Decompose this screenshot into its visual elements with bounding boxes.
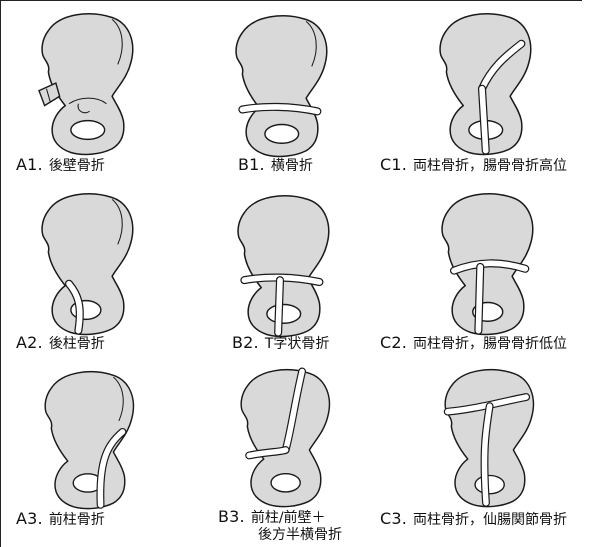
figure-b1-label: 横骨折 [271, 158, 313, 174]
figure-b3-label-line2: 後方半横骨折 [258, 527, 342, 543]
figure-a2-code: A2. [16, 333, 43, 352]
figure-c1-code: C1. [380, 155, 407, 174]
figure-b1-code: B1. [238, 155, 265, 174]
pelvis-b2-drawing [224, 192, 336, 342]
pelvis-a2-drawing [28, 190, 140, 340]
figure-c3-label: 両柱骨折，仙腸関節骨折 [413, 512, 567, 528]
pelvis-b3-drawing [226, 366, 338, 512]
figure-a3-code: A3. [16, 509, 43, 528]
figure-a2-label: 後柱骨折 [49, 336, 105, 352]
pelvis-c3-drawing [430, 366, 542, 512]
figure-a1-label: 後壁骨折 [49, 158, 105, 174]
pelvis-a3-drawing [30, 368, 142, 514]
figure-c2-code: C2. [380, 333, 407, 352]
pelvis-c1-drawing [426, 10, 538, 160]
pelvis-a1-drawing [28, 10, 140, 160]
pelvis-c2-drawing [428, 190, 540, 340]
figure-b3-code: B3. [218, 507, 245, 526]
figure-a3-label: 前柱骨折 [49, 512, 105, 528]
figure-c1-label: 両柱骨折，腸骨骨折高位 [413, 158, 567, 174]
figure-c2-label: 両柱骨折，腸骨骨折低位 [413, 336, 567, 352]
figure-c3-code: C3. [380, 509, 407, 528]
figure-a1-code: A1. [16, 155, 43, 174]
pelvis-b1-drawing [222, 12, 334, 162]
figure-b3-label: 前柱/前壁＋ [251, 510, 326, 526]
figure-b2-label: T字状骨折 [265, 336, 330, 352]
figure-b2-code: B2. [232, 333, 259, 352]
